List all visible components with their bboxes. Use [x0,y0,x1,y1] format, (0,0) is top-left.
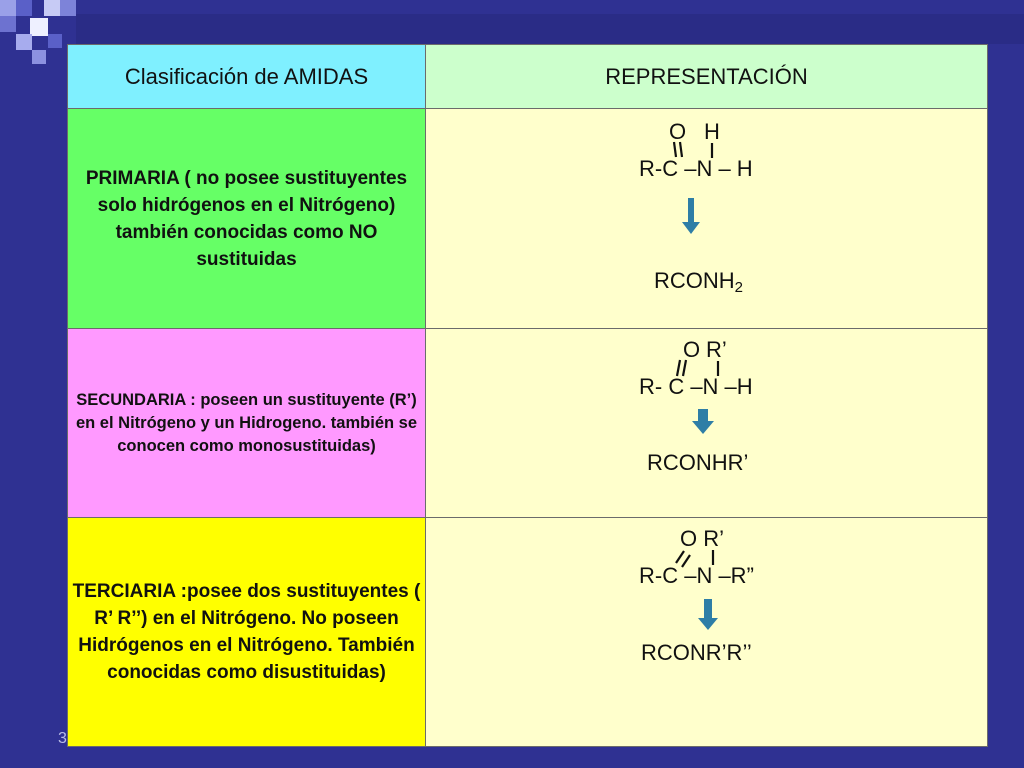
deco-square [44,0,60,16]
down-arrow-icon [682,198,700,234]
structural-formula: R-C –N –R” [639,563,754,588]
condensed-formula: RCONHR’ [647,450,749,475]
top-band [76,14,1024,44]
structure-secondary: O R’ R- C –N –H RCONHR’ [426,329,990,517]
secondary-amide-description: SECUNDARIA : poseen un sustituyente (R’)… [67,328,426,518]
amides-table: Clasificación de AMIDAS REPRESENTACIÓN P… [67,44,988,747]
secondary-amide-representation: O R’ R- C –N –H RCONHR’ [425,328,990,518]
primary-amide-description: PRIMARIA ( no posee sustituyentes solo h… [67,108,426,329]
deco-square [16,34,32,50]
deco-square [0,16,16,32]
atom-hydrogen: H [704,119,720,144]
deco-square [48,34,62,48]
bond-lines [675,550,715,568]
header-classification: Clasificación de AMIDAS [67,44,426,109]
atom-substituent: R’ [706,337,727,362]
table-row: TERCIARIA :posee dos sustituyentes ( R’ … [67,517,990,747]
down-arrow-icon [692,409,714,434]
deco-square [30,18,48,36]
structural-formula: R- C –N –H [639,374,753,399]
table-header-row: Clasificación de AMIDAS REPRESENTACIÓN [67,44,988,109]
atom-oxygen-substituent: O R’ [680,526,724,551]
down-arrow-icon [698,599,718,630]
tertiary-amide-representation: O R’ R-C –N –R” RCONR’R’’ [425,517,990,747]
header-representation: REPRESENTACIÓN [425,44,988,109]
structural-formula: R-C –N – H [639,156,753,181]
atom-oxygen: O [669,119,687,144]
deco-square [60,0,76,16]
structure-primary: O H R-C –N – H RCONH2 [426,109,990,328]
bond-lines [675,359,720,377]
condensed-formula: RCONR’R’’ [641,640,752,665]
table-row: PRIMARIA ( no posee sustituyentes solo h… [67,108,990,329]
table-row: SECUNDARIA : poseen un sustituyente (R’)… [67,328,990,518]
primary-amide-representation: O H R-C –N – H RCONH2 [425,108,990,329]
deco-square [16,0,32,16]
condensed-formula: RCONH2 [654,268,744,297]
atom-oxygen: O [683,337,701,362]
structure-tertiary: O R’ R-C –N –R” RCONR’R’’ [426,518,990,746]
deco-square [32,50,46,64]
tertiary-amide-description: TERCIARIA :posee dos sustituyentes ( R’ … [67,517,426,747]
deco-square [0,0,16,16]
bond-lines [672,141,714,158]
